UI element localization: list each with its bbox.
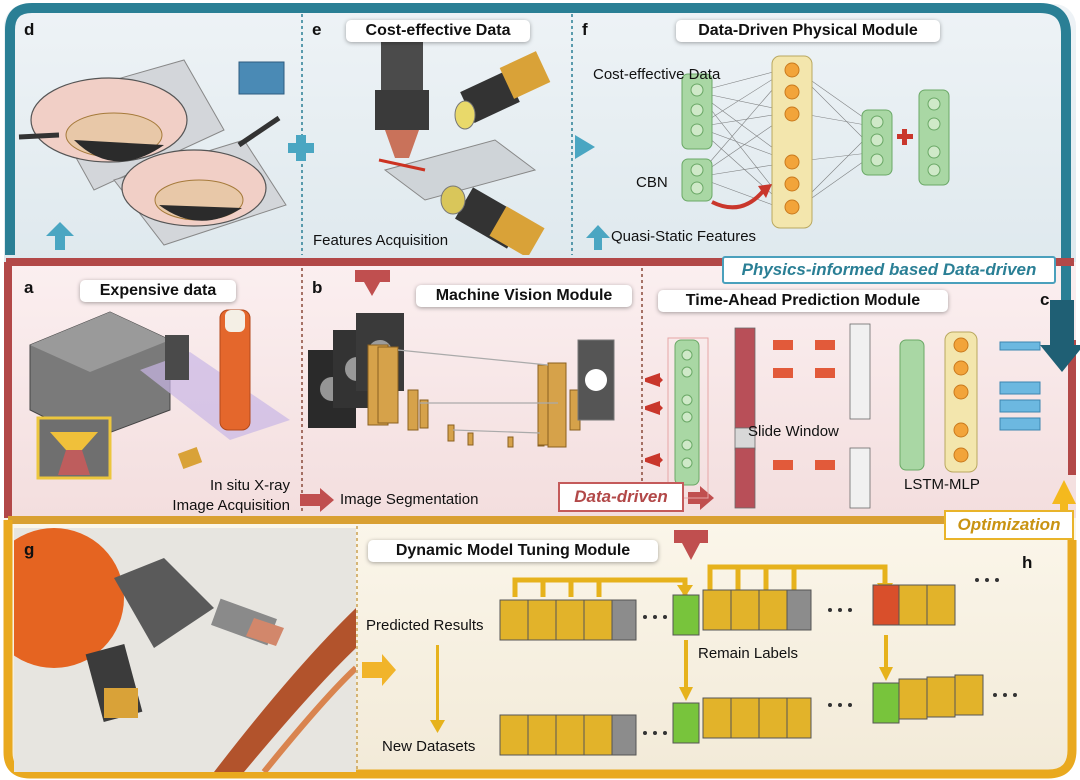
cbn-label: CBN [636, 174, 668, 191]
panel-f-network [681, 55, 950, 229]
panel-letter-h: h [1022, 553, 1033, 572]
panel-letter-a: a [24, 278, 34, 297]
panel-letter-g: g [24, 540, 35, 559]
panel-c-title: Time-Ahead Prediction Module [658, 290, 948, 312]
panel-letter-d: d [24, 20, 35, 39]
cost-effective-data-label: Cost-effective Data [593, 66, 721, 83]
panel-h-illustration [499, 564, 1017, 756]
panel-h-title: Dynamic Model Tuning Module [368, 540, 658, 562]
xray-caption-line1: In situ X-ray [209, 477, 290, 494]
new-datasets-label: New Datasets [382, 738, 476, 755]
quasi-static-features-label: Quasi-Static Features [611, 228, 757, 245]
panel-letter-f: f [582, 20, 588, 39]
predicted-to-new-arrowhead [430, 720, 445, 733]
optimization-banner: Optimization [944, 510, 1074, 540]
slide-window-label: Slide Window [748, 423, 839, 440]
predicted-results-label: Predicted Results [366, 617, 484, 634]
panel-e-title: Cost-effective Data [346, 20, 530, 42]
lstm-mlp-label: LSTM-MLP [904, 476, 980, 493]
panel-letter-b: b [312, 278, 323, 297]
panel-b-illustration [308, 313, 615, 448]
panel-e-illustration [375, 40, 551, 255]
physics-informed-banner: Physics-informed based Data-driven [722, 256, 1056, 284]
panel-b-title: Machine Vision Module [416, 285, 632, 307]
panel-a-title: Expensive data [80, 280, 236, 302]
predicted-to-new-arrow [436, 645, 439, 725]
panel-d-illustration [18, 59, 287, 246]
panel-f-title: Data-Driven Physical Module [676, 20, 940, 42]
panel-g-illustration [14, 528, 356, 772]
panel-letter-c: c [1040, 290, 1050, 309]
remain-labels-label: Remain Labels [698, 645, 799, 662]
panel-letter-e: e [312, 20, 322, 39]
data-driven-banner: Data-driven [558, 482, 684, 512]
features-acquisition-label: Features Acquisition [313, 232, 449, 249]
panel-c-illustration [645, 323, 1041, 509]
image-segmentation-label: Image Segmentation [340, 491, 479, 508]
xray-caption-line2: Image Acquisition [172, 497, 290, 514]
panel-a-illustration [29, 309, 290, 480]
